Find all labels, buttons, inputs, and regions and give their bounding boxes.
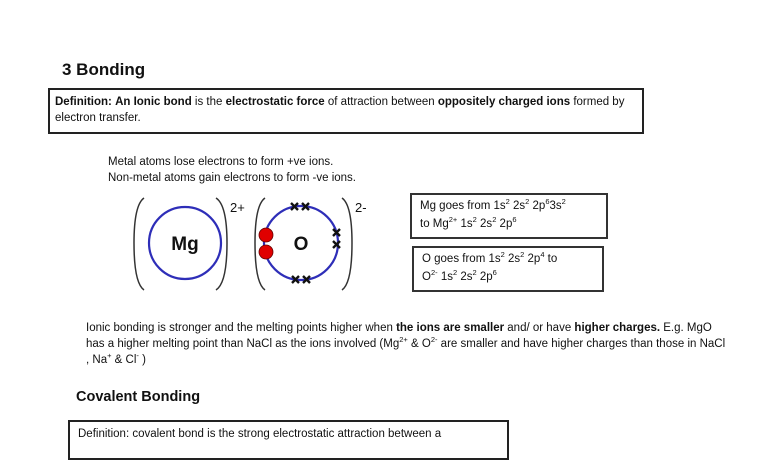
config-sup: 2: [520, 250, 525, 260]
config-sup: 6: [512, 215, 517, 225]
o-config-from: O goes from 1s2 2s2 2p4 to: [422, 250, 602, 268]
oxygen-electron-crosses: [290, 202, 341, 284]
ion-charge-sup: 2-: [430, 268, 438, 278]
config-sup: 6: [545, 197, 550, 207]
covalent-definition-box: Definition: covalent bond is the strong …: [68, 420, 509, 460]
config-sup: 4: [540, 250, 545, 260]
config-sup: 2: [472, 215, 477, 225]
charge-sup: 2-: [430, 335, 438, 345]
config-sup: 2: [472, 268, 477, 278]
para-text: ): [138, 354, 146, 366]
config-text: 1s: [437, 271, 453, 283]
covalent-heading: Covalent Bonding: [76, 389, 201, 405]
para-text: Ionic bonding is stronger and the meltin…: [86, 322, 397, 334]
config-text: 2p: [476, 271, 493, 283]
config-sup: 2: [452, 268, 458, 278]
o-ion: O 2-: [254, 197, 367, 291]
definition-text: formed by electron transfer.: [55, 96, 625, 124]
mg-shell-icon: [147, 205, 223, 281]
config-sup: 2: [561, 197, 566, 207]
right-bracket-icon: [215, 197, 228, 291]
o-charge: 2-: [355, 200, 367, 215]
cross-icon: [291, 275, 300, 284]
config-text: 2s: [509, 200, 526, 212]
right-bracket-icon: [341, 197, 353, 291]
config-sup: 2: [492, 215, 497, 225]
definition-label: Definition:: [55, 96, 112, 108]
config-text: 3s: [549, 200, 562, 212]
config-text: 2s: [504, 253, 521, 265]
para-text: E.g. MgO has a higher melting point than…: [86, 322, 712, 350]
cross-icon: [301, 202, 310, 211]
cross-icon: [332, 228, 341, 237]
definition-text: is the: [191, 96, 226, 108]
definition-emphasis: oppositely charged ions: [437, 96, 571, 108]
config-text: 1s: [457, 218, 473, 230]
config-text: O: [422, 271, 431, 283]
cross-icon: [302, 275, 311, 284]
charge-sup: +: [107, 351, 112, 361]
config-text: to Mg: [420, 218, 449, 230]
config-sup: 2: [505, 197, 510, 207]
config-text: 2p: [524, 253, 541, 265]
section-title: 3 Bonding: [62, 60, 146, 79]
left-bracket-icon: [133, 197, 145, 291]
cross-icon: [332, 240, 341, 249]
config-text: to: [544, 253, 558, 265]
mg-config-from: Mg goes from 1s2 2s2 2p63s2: [420, 197, 606, 215]
left-bracket-icon: [254, 197, 266, 291]
para-emphasis: the ions are smaller: [396, 322, 505, 334]
para-text: and/ or have: [504, 322, 575, 334]
mgo-dot-cross-diagram: Mg 2+ O 2-: [130, 195, 390, 295]
charge-sup: 2+: [399, 335, 408, 345]
mg-symbol: Mg: [171, 234, 198, 255]
config-text: Mg goes from 1s: [420, 200, 506, 212]
config-text: O goes from 1s: [422, 253, 501, 265]
mg-charge: 2+: [230, 200, 245, 215]
config-text: 2s: [476, 218, 493, 230]
definition-text: of attraction between: [324, 96, 438, 108]
dot-cross-svg: Mg 2+ O 2-: [133, 197, 367, 291]
mg-ion: Mg 2+: [133, 197, 245, 291]
definition-emphasis: electrostatic force: [225, 96, 325, 108]
intro-text: Metal atoms lose electrons to form +ve i…: [108, 154, 356, 186]
ionic-definition-box: Definition: An Ionic bond is the electro…: [48, 88, 644, 134]
para-text: are smaller and have higher charges than…: [86, 338, 726, 366]
ionic-strength-paragraph: Ionic bonding is stronger and the meltin…: [86, 320, 726, 368]
para-text: & Cl: [111, 354, 137, 366]
covalent-definition-text: Definition: covalent bond is the strong …: [78, 428, 442, 440]
o-config-to: O2- 1s2 2s2 2p6: [422, 268, 602, 286]
mg-configuration-box: Mg goes from 1s2 2s2 2p63s2 to Mg2+ 1s2 …: [410, 193, 608, 239]
intro-line-metal: Metal atoms lose electrons to form +ve i…: [108, 156, 334, 168]
config-text: 2p: [529, 200, 546, 212]
transferred-electron-icon: [258, 244, 274, 260]
config-text: 2p: [496, 218, 513, 230]
charge-sup: -: [136, 351, 139, 361]
o-configuration-box: O goes from 1s2 2s2 2p4 to O2- 1s2 2s2 2…: [412, 246, 604, 292]
ion-charge-sup: 2+: [448, 215, 458, 225]
cross-icon: [290, 202, 299, 211]
definition-term: An Ionic bond: [115, 96, 192, 108]
intro-line-nonmetal: Non-metal atoms gain electrons to form -…: [108, 172, 356, 184]
config-text: 2s: [457, 271, 473, 283]
config-sup: 6: [492, 268, 497, 278]
mg-config-to: to Mg2+ 1s2 2s2 2p6: [420, 215, 606, 233]
transferred-electron-icon: [258, 227, 274, 243]
para-text: & O: [407, 338, 431, 350]
para-emphasis: higher charges.: [574, 322, 661, 334]
config-sup: 2: [525, 197, 530, 207]
config-sup: 2: [500, 250, 505, 260]
o-symbol: O: [294, 234, 309, 255]
